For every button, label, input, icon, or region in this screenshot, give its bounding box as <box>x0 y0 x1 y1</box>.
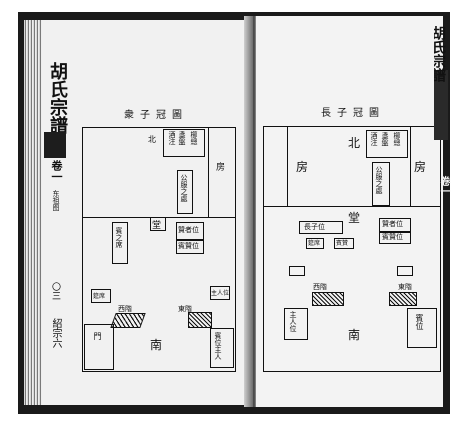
left-diagram-frame <box>82 127 236 372</box>
right-hall-divider <box>263 206 440 207</box>
left-west-step: 西階 <box>118 305 132 313</box>
left-hall-box <box>150 217 166 231</box>
right-position-box-2 <box>306 238 324 249</box>
left-margin-volume: 卷一 <box>50 160 63 182</box>
right-margin-title: 胡氏宗譜 <box>434 26 446 82</box>
left-room-divider <box>208 128 209 217</box>
left-altar-label-2: 盞盤 <box>178 131 186 145</box>
left-position-box-2 <box>176 240 204 254</box>
right-page <box>256 16 443 407</box>
left-tables: 賓位主人 <box>214 332 222 360</box>
right-outer-box-left <box>284 308 308 340</box>
right-left-outer: 主人位 <box>289 311 297 332</box>
left-margin-volume-blot <box>44 132 66 158</box>
right-position-box-3 <box>379 232 411 244</box>
right-eldest-box <box>299 221 343 234</box>
left-page <box>42 20 254 405</box>
left-position-box-1 <box>176 222 204 240</box>
right-diagram-frame <box>263 126 441 372</box>
right-position-4: 賓贊 <box>336 240 349 247</box>
left-host-seat: 賓之席 <box>115 227 123 248</box>
right-position-3: 賓贊位 <box>382 233 403 241</box>
left-room: 房 <box>216 163 226 173</box>
right-guests-box <box>372 162 390 206</box>
left-margin-page: 〇三 <box>50 282 60 300</box>
right-right-outer: 賓位 <box>415 314 424 330</box>
left-west-stair <box>110 313 146 328</box>
right-position-box-4 <box>334 238 354 249</box>
left-south: 南 <box>150 338 163 352</box>
left-east-step: 東階 <box>178 305 192 313</box>
page-stack <box>24 20 42 405</box>
left-outer-box-right <box>210 328 234 368</box>
left-margin-bottom: 紹宗六 <box>50 318 61 348</box>
left-altar-label-3: 櫛總 <box>190 131 198 145</box>
right-north: 北 <box>348 136 361 150</box>
right-altar-label-3: 櫛總 <box>393 132 401 146</box>
left-margin-title: 胡氏宗譜 <box>47 62 68 134</box>
right-room-right: 房 <box>414 160 427 174</box>
right-position-box-1 <box>379 218 411 232</box>
right-east-step: 東階 <box>398 283 412 291</box>
right-side-box-left <box>289 266 305 276</box>
left-position-3: 筵席 <box>93 293 106 300</box>
left-outer-box-left <box>84 324 114 370</box>
right-position-1: 贊者位 <box>382 220 403 228</box>
left-host-seat-box <box>112 222 128 264</box>
left-position-1: 贊者位 <box>178 226 199 234</box>
left-hall: 堂 <box>152 221 162 231</box>
right-outer-box-right <box>407 308 437 348</box>
right-eldest-seat: 長子位 <box>304 223 325 231</box>
left-east-stair <box>188 312 212 328</box>
right-room-divider-left <box>287 127 288 206</box>
left-steps-box-1 <box>91 289 111 303</box>
left-position-2: 賓贊位 <box>178 242 199 250</box>
right-side-box-right <box>397 266 413 276</box>
right-altar-box <box>366 130 408 158</box>
left-inner-gate: 門 <box>93 332 102 340</box>
right-altar-label-1: 酒注 <box>370 132 378 146</box>
left-altar-label-1: 酒注 <box>168 131 176 145</box>
left-altar-box <box>163 129 205 157</box>
right-margin-strip <box>434 70 448 140</box>
left-guests-label: 公服之處 <box>180 174 188 202</box>
right-room-left: 房 <box>296 160 309 174</box>
right-diagram-title: 長子冠圖 <box>321 108 385 119</box>
right-west-step: 西階 <box>313 283 327 291</box>
right-altar-label-2: 盞盤 <box>381 132 389 146</box>
left-steps-box-2 <box>210 286 230 300</box>
right-position-2: 筵席 <box>308 240 321 247</box>
right-margin-volume: 卷一 <box>438 176 449 196</box>
left-north: 北 <box>148 135 156 144</box>
left-father-seat: 主人位 <box>211 290 230 297</box>
right-south: 南 <box>348 328 361 342</box>
left-guests-box <box>177 170 193 214</box>
left-margin-section: 东祖图 <box>52 190 60 211</box>
right-room-divider-right <box>410 127 411 206</box>
right-hall: 堂 <box>348 211 361 225</box>
right-west-stair <box>312 292 344 306</box>
left-diagram-title: 衆子冠圖 <box>124 110 188 121</box>
right-east-stair <box>389 292 417 306</box>
right-guests-label: 公服之處 <box>375 166 383 194</box>
